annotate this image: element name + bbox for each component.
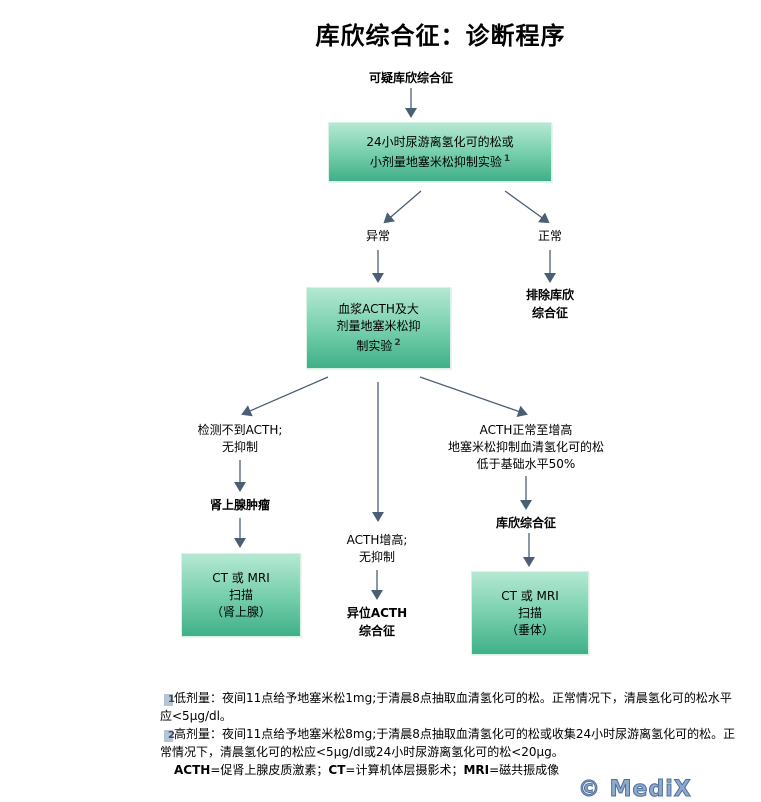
ectopic-line2: 综合征 xyxy=(358,624,395,638)
scan-pituitary-line3: （垂体） xyxy=(505,622,554,637)
arrow-test1-to-abnormal xyxy=(383,190,422,224)
arrow-test2-to-left xyxy=(241,376,329,417)
branch-right-line2: 地塞米松抑制血清氢化可的松 xyxy=(447,440,604,454)
scan-adrenal-line3: （肾上腺） xyxy=(210,604,271,619)
exclude-line1: 排除库欣 xyxy=(525,288,574,302)
scan-adrenal-line2: 扫描 xyxy=(228,587,253,602)
ectopic-line1: 异位ACTH xyxy=(346,606,408,620)
scan-pituitary-line2: 扫描 xyxy=(517,605,542,620)
node-adrenal-tumor: 肾上腺肿瘤 xyxy=(209,498,270,512)
node-acth-undetectable: 检测不到ACTH; 无抑制 xyxy=(170,422,310,456)
branch-right-line1: ACTH正常至增高 xyxy=(479,423,573,437)
footnote-1-text: 低剂量：夜间11点给予地塞米松1mg;于清晨8点抽取血清氢化可的松。正常情况下，… xyxy=(160,691,732,723)
page-title: 库欣综合征：诊断程序 xyxy=(315,21,566,50)
abbr-ct: CT xyxy=(328,763,346,777)
node-normal: 正常 xyxy=(537,229,562,243)
exclude-line2: 综合征 xyxy=(531,306,568,320)
branch-left-line2: 无抑制 xyxy=(221,440,258,454)
node-scan-pituitary-box: CT 或 MRI 扫描 （垂体） xyxy=(471,571,589,655)
branch-mid-line1: ACTH增高; xyxy=(346,533,408,547)
footnote-2-text: 高剂量：夜间11点给予地塞米松8mg;于清晨8点抽取血清氢化可的松或收集24小时… xyxy=(160,727,736,759)
branch-right-line3: 低于基础水平50% xyxy=(476,457,576,471)
abbr-acth: ACTH xyxy=(174,763,211,777)
node-scan-adrenal-box: CT 或 MRI 扫描 （肾上腺） xyxy=(181,553,301,637)
test2-line1: 血浆ACTH及大 xyxy=(338,302,419,316)
abbr-ct-def: =计算机体层摄影术； xyxy=(345,763,464,777)
node-ectopic-acth: 异位ACTH 综合征 xyxy=(327,604,427,640)
footnotes: 1低剂量：夜间11点给予地塞米松1mg;于清晨8点抽取血清氢化可的松。正常情况下… xyxy=(160,689,740,779)
scan-pituitary-line1: CT 或 MRI xyxy=(501,588,559,603)
footnote-ref-1: 1 xyxy=(503,153,511,164)
footnote-2: 2高剂量：夜间11点给予地塞米松8mg;于清晨8点抽取血清氢化可的松或收集24小… xyxy=(160,725,740,761)
scan-adrenal-line1: CT 或 MRI xyxy=(212,570,270,585)
test1-line1: 24小时尿游离氢化可的松或 xyxy=(366,134,514,149)
test2-line2: 剂量地塞米松抑 xyxy=(336,319,421,333)
abbr-acth-def: =促肾上腺皮质激素； xyxy=(210,763,329,777)
footnote-1-number: 1 xyxy=(164,694,175,706)
test1-line2: 小剂量地塞米松抑制实验 xyxy=(369,154,502,169)
node-acth-normal-high: ACTH正常至增高 地塞米松抑制血清氢化可的松 低于基础水平50% xyxy=(416,422,636,473)
footnote-ref-2: 2 xyxy=(394,338,401,348)
arrow-test1-to-normal xyxy=(504,190,550,224)
test2-line3: 制实验 xyxy=(356,339,393,353)
abbr-mri: MRI xyxy=(463,763,490,777)
abbreviations: ACTH=促肾上腺皮质激素；CT=计算机体层摄影术；MRI=磁共振成像 xyxy=(160,761,740,779)
node-abnormal: 异常 xyxy=(365,229,390,243)
medix-watermark: © MediX xyxy=(578,777,692,802)
node-acth-high: ACTH增高; 无抑制 xyxy=(327,532,427,566)
branch-left-line1: 检测不到ACTH; xyxy=(197,423,283,437)
footnote-2-number: 2 xyxy=(164,730,175,742)
arrow-test2-to-right xyxy=(419,376,528,418)
branch-mid-line2: 无抑制 xyxy=(358,550,395,564)
node-cushing-disease: 库欣综合征 xyxy=(495,516,556,530)
node-exclude-cushing: 排除库欣 综合征 xyxy=(510,286,590,322)
abbr-mri-def: =磁共振成像 xyxy=(489,763,560,777)
node-suspected-cushing: 可疑库欣综合征 xyxy=(368,71,453,85)
footnote-1: 1低剂量：夜间11点给予地塞米松1mg;于清晨8点抽取血清氢化可的松。正常情况下… xyxy=(160,689,740,725)
